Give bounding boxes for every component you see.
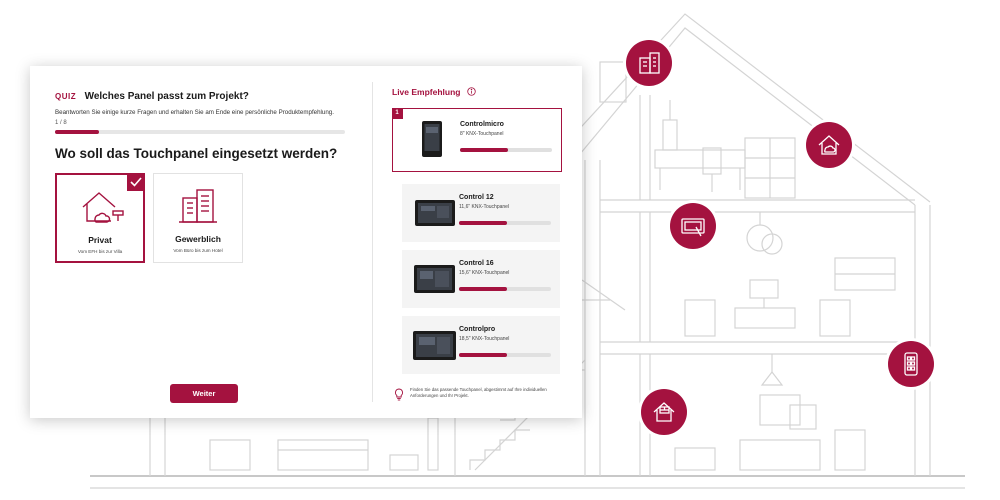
option-label: Privat <box>88 235 112 245</box>
home-cloud-icon <box>818 135 840 155</box>
product-name: Controlpro <box>459 326 496 333</box>
match-fill <box>459 287 507 291</box>
product-name: Control 12 <box>459 194 494 201</box>
check-icon <box>130 177 142 187</box>
product-card-controlmicro[interactable]: 1 Controlmicro 8" KNX-Touchpanel <box>391 107 562 172</box>
progress-label: 1 / 8 <box>55 120 67 126</box>
question-heading: Wo soll das Touchpanel eingesetzt werden… <box>55 146 338 161</box>
option-label: Gewerblich <box>175 234 221 244</box>
progress-fill <box>55 130 99 134</box>
quiz-header: QUIZ Welches Panel passt zum Projekt? Be… <box>55 86 375 116</box>
office-building-icon <box>179 189 217 223</box>
match-fill <box>459 221 507 225</box>
match-fill <box>459 353 507 357</box>
product-card-control-12[interactable]: Control 12 11,6" KNX-Touchpanel <box>402 184 560 242</box>
office-building-icon <box>639 52 660 74</box>
product-name: Control 16 <box>459 260 494 267</box>
brick-house-icon <box>653 402 675 422</box>
info-icon[interactable] <box>467 87 476 96</box>
option-sublabel: Vom Büro bis zum Hotel <box>173 248 223 253</box>
touchpanel-image <box>414 265 455 293</box>
rank-badge: 1 <box>391 107 403 119</box>
touchpanel-image <box>413 331 456 360</box>
product-description: 8" KNX-Touchpanel <box>460 131 504 137</box>
match-fill <box>460 148 508 152</box>
touch-display-icon <box>681 218 705 237</box>
lightbulb-icon <box>395 388 403 401</box>
touch-display-badge <box>670 203 716 249</box>
quiz-title: Welches Panel passt zum Projekt? <box>84 91 249 102</box>
product-description: 15,6" KNX-Touchpanel <box>459 270 510 276</box>
product-name: Controlmicro <box>460 121 504 128</box>
option-gewerblich[interactable]: Gewerblich Vom Büro bis zum Hotel <box>153 173 243 263</box>
home-cloud-badge <box>806 122 852 168</box>
touchpanel-image <box>415 200 455 226</box>
option-privat[interactable]: Privat Vom EFH bis zur Villa <box>55 173 145 263</box>
recommendation-title: Live Empfehlung <box>392 87 461 97</box>
quiz-subtitle: Beantworten Sie einige kurze Fragen und … <box>55 109 334 116</box>
match-bar <box>459 353 551 357</box>
quiz-tag: QUIZ <box>55 92 77 101</box>
option-sublabel: Vom EFH bis zur Villa <box>77 249 123 254</box>
product-description: 11,6" KNX-Touchpanel <box>459 204 510 210</box>
match-bar <box>459 287 551 291</box>
product-card-control-16[interactable]: Control 16 15,6" KNX-Touchpanel <box>402 250 560 308</box>
panel-divider <box>372 82 373 402</box>
smartphone-app-icon <box>904 352 918 376</box>
product-card-controlpro[interactable]: Controlpro 18,5" KNX-Touchpanel <box>402 316 560 374</box>
match-bar <box>460 148 552 152</box>
smartphone-app-badge <box>888 341 934 387</box>
touchpanel-image <box>422 121 442 157</box>
brick-house-badge <box>641 389 687 435</box>
product-description: 18,5" KNX-Touchpanel <box>459 336 510 342</box>
quiz-card: QUIZ Welches Panel passt zum Projekt? Be… <box>30 66 582 418</box>
match-bar <box>459 221 551 225</box>
selected-check <box>127 173 145 191</box>
home-cloud-icon <box>82 192 124 223</box>
progress-bar <box>55 130 345 134</box>
office-building-badge <box>626 40 672 86</box>
next-button[interactable]: Weiter <box>170 384 238 403</box>
hint-text: Finden Sie das passende Touchpanel, abge… <box>410 387 547 399</box>
